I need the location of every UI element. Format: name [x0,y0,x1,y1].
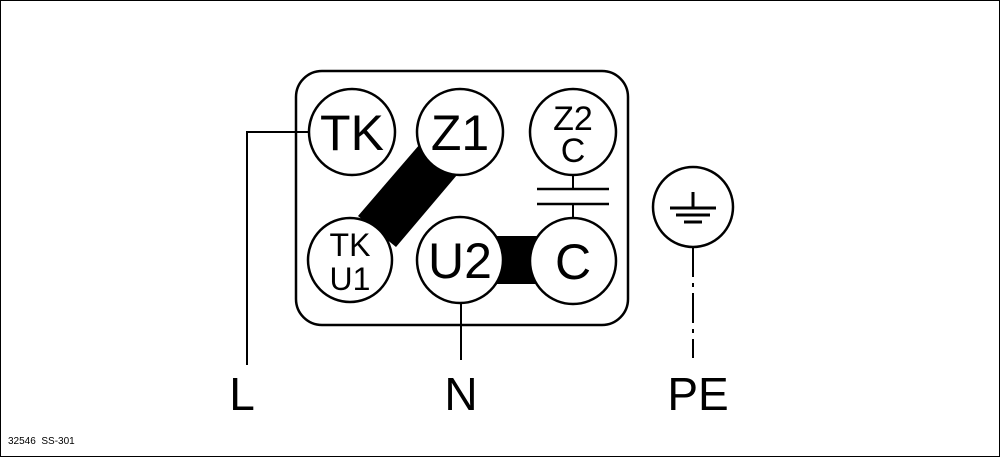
terminal-z1: Z1 [415,87,505,177]
terminal-z1-label: Z1 [431,105,489,161]
terminal-u2: U2 [415,215,505,305]
terminal-tk-label: TK [320,105,384,161]
terminal-tku1-top-label: TK [330,227,371,263]
terminal-c-label: C [555,234,591,290]
ground-icon [670,192,716,224]
terminal-z2c: Z2 C [528,87,618,177]
terminal-u2-label: U2 [428,233,492,289]
terminal-tku1: TK U1 [306,216,394,304]
bridge-z1-tku1 [358,144,457,247]
terminal-z2c-bottom-label: C [561,132,586,170]
terminal-tk: TK [307,87,397,177]
reference-code: 32546 SS-301 [8,436,75,447]
line-lead-label: L [229,368,255,420]
terminal-c: C [528,216,618,306]
line-lead-wire [246,131,309,365]
terminal-tku1-bottom-label: U1 [330,261,371,297]
earth-lead-label: PE [667,368,728,420]
earth-terminal [651,165,735,249]
terminal-z2c-top-label: Z2 [553,100,593,138]
neutral-lead-label: N [444,368,477,420]
